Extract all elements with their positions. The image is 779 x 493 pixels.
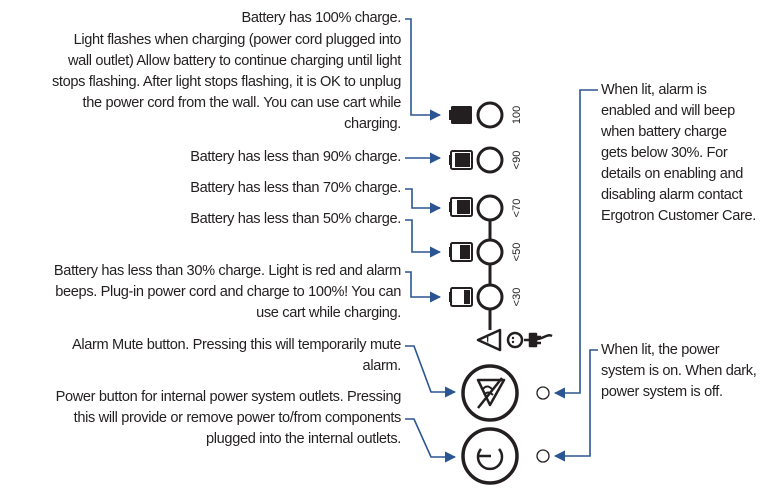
battery-70-label: Battery has less than 70% charge. bbox=[190, 180, 401, 196]
battery-30-line: Battery has less than 30% charge. Light … bbox=[53, 263, 401, 279]
plug-icon bbox=[524, 332, 553, 348]
battery-30-indicator: <30 bbox=[449, 283, 523, 311]
leader-power-indicator bbox=[553, 349, 598, 462]
outlet-icon bbox=[506, 331, 524, 349]
alarm-indicator-line: gets below 30%. For bbox=[601, 145, 728, 161]
alarm-mute-label: Alarm Mute button. Pressing this will te… bbox=[0, 335, 401, 377]
charging-note-line: Light flashes when charging (power cord … bbox=[73, 32, 402, 48]
power-indicator-label: When lit, the power system is on. When d… bbox=[601, 340, 779, 403]
leader-alarm-mute bbox=[405, 345, 457, 398]
charging-note: Light flashes when charging (power cord … bbox=[0, 30, 401, 135]
alarm-indicator-line: enabled and will beep bbox=[601, 103, 735, 119]
leader-power-button bbox=[405, 418, 457, 463]
charging-note-line: stops flashing. After light stops flashi… bbox=[51, 74, 401, 90]
battery-90-label: Battery has less than 90% charge. bbox=[190, 149, 401, 165]
battery-50-indicator: <50 bbox=[449, 238, 523, 266]
power-indicator-line: When lit, the power bbox=[601, 342, 720, 358]
power-icon bbox=[476, 448, 504, 471]
battery-30-led bbox=[476, 283, 504, 311]
power-button-line: this will provide or remove power to/fro… bbox=[73, 410, 402, 426]
alarm-mute-line: alarm. bbox=[362, 358, 402, 374]
battery-90-led bbox=[476, 146, 504, 174]
alarm-triangle-icon bbox=[476, 328, 502, 352]
charging-note-line: wall outlet) Allow battery to continue c… bbox=[67, 53, 401, 69]
alarm-plug-symbol: ! bbox=[476, 328, 553, 352]
alarm-mute-line: Alarm Mute button. Pressing this will te… bbox=[71, 337, 401, 353]
level-label-90: <90 bbox=[511, 151, 523, 170]
battery-50-led bbox=[476, 238, 504, 266]
alarm-indicator-led bbox=[536, 386, 550, 400]
alarm-indicator-line: disabling alarm contact bbox=[601, 187, 743, 203]
power-button-line: Power button for internal power system o… bbox=[55, 389, 402, 405]
leader-lines bbox=[405, 18, 598, 463]
power-indicator-line: system is on. When dark, bbox=[601, 363, 757, 379]
battery-70-indicator: <70 bbox=[449, 194, 523, 222]
charging-note-line: the power cord from the wall. You can us… bbox=[82, 95, 402, 111]
level-label-50: <50 bbox=[511, 243, 523, 262]
level-label-100: 100 bbox=[511, 106, 523, 124]
power-indicator-led bbox=[536, 449, 550, 463]
alarm-indicator-line: When lit, alarm is bbox=[601, 82, 707, 98]
power-button-label: Power button for internal power system o… bbox=[0, 387, 402, 450]
battery-70-led bbox=[476, 194, 504, 222]
battery-100-indicator: 100 bbox=[449, 101, 523, 129]
power-button-line: plugged into the internal outlets. bbox=[206, 431, 401, 447]
battery-100-label: Battery has 100% charge. bbox=[241, 10, 401, 26]
alarm-indicator-line: when battery charge bbox=[601, 124, 727, 140]
leader-battery-100 bbox=[405, 18, 442, 121]
battery-30-line: beeps. Plug-in power cord and charge to … bbox=[55, 284, 401, 300]
battery-30-label: Battery has less than 30% charge. Light … bbox=[0, 261, 401, 324]
leader-battery-50 bbox=[405, 219, 442, 258]
alarm-mute-button[interactable] bbox=[461, 364, 519, 422]
svg-text:!: ! bbox=[486, 336, 489, 347]
leader-alarm-indicator bbox=[553, 89, 598, 399]
battery-50-label: Battery has less than 50% charge. bbox=[190, 211, 401, 227]
battery-30-line: use cart while charging. bbox=[256, 305, 401, 321]
alarm-indicator-label: When lit, alarm is enabled and will beep… bbox=[601, 80, 779, 227]
level-label-70: <70 bbox=[511, 199, 523, 218]
alarm-mute-icon bbox=[476, 377, 506, 409]
battery-full-icon bbox=[451, 106, 472, 124]
power-button[interactable] bbox=[461, 427, 519, 485]
charging-note-line: charging. bbox=[344, 116, 401, 132]
battery-100-led bbox=[476, 101, 504, 129]
alarm-indicator-line: Ergotron Customer Care. bbox=[601, 208, 756, 224]
alarm-indicator-line: details on enabling and bbox=[601, 166, 744, 182]
battery-90-indicator: <90 bbox=[449, 146, 523, 174]
leader-battery-70 bbox=[405, 188, 442, 214]
level-label-30: <30 bbox=[511, 288, 523, 307]
leader-battery-30 bbox=[405, 271, 442, 303]
power-indicator-line: power system is off. bbox=[601, 384, 723, 400]
